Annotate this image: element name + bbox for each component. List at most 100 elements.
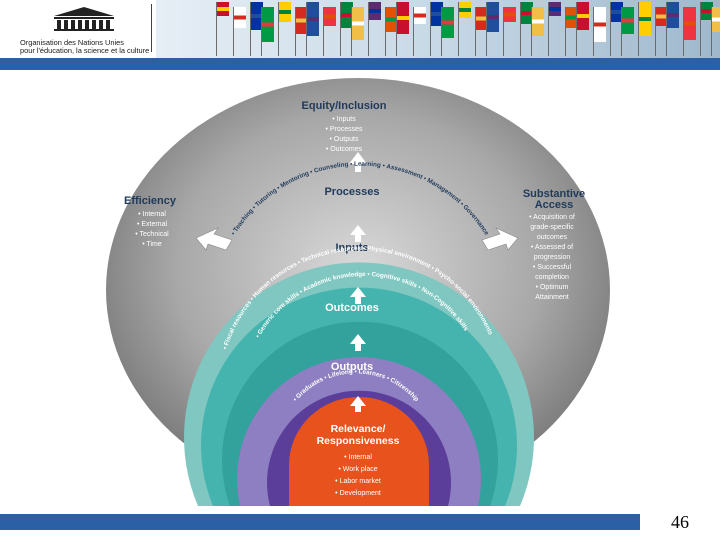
flag-stripe (521, 11, 533, 15)
outcomes-title: Outcomes (325, 302, 379, 314)
efficiency-item: • Technical (135, 231, 169, 238)
flagpole (486, 2, 487, 56)
flag-stripe (262, 22, 274, 27)
flagpole (233, 7, 234, 56)
bottom-blue-band (0, 514, 720, 530)
flagpole (520, 2, 521, 56)
flag-stripe (611, 10, 623, 14)
equity-title: Equity/Inclusion (302, 100, 387, 112)
page-number: 46 (640, 511, 720, 533)
flagpole (396, 2, 397, 56)
org-name-line1: Organisation des Nations Unies (20, 38, 124, 47)
relevance-item: • Internal (344, 454, 372, 461)
flagpole (278, 2, 279, 56)
org-name-line2: pour l'éducation, la science et la cultu… (20, 46, 150, 55)
access-item: Attainment (535, 294, 569, 301)
flagpole (250, 2, 251, 56)
inputs-title: Inputs (336, 242, 369, 254)
flagpole (368, 2, 369, 56)
flag-stripe (639, 17, 651, 21)
flag-stripe (476, 16, 488, 21)
flag-stripe (414, 13, 426, 18)
flag-stripe (369, 9, 381, 13)
flagpole (458, 2, 459, 56)
flag-stripe (594, 22, 606, 27)
flagpole (576, 2, 577, 56)
top-blue-band (0, 58, 720, 70)
relevance-core (289, 397, 429, 506)
flag-stripe (504, 12, 516, 17)
access-item: completion (535, 274, 569, 281)
flagpole (548, 2, 549, 56)
arrow-right-icon (481, 227, 519, 251)
flag-stripe (442, 20, 454, 25)
flag-stripe (352, 21, 364, 26)
relevance-title: Responsiveness (317, 435, 400, 447)
flag-stripe (324, 14, 336, 19)
flag-stripe (296, 18, 308, 23)
equity-item: • Outcomes (326, 146, 363, 153)
arrow-up-inputs-icon (350, 225, 366, 242)
efficiency-title: Efficiency (124, 195, 177, 207)
flagpole (475, 7, 476, 56)
access-title: Access (535, 199, 574, 211)
flag-stripe (234, 15, 246, 20)
flag-stripe (656, 14, 668, 19)
access-items: • Acquisition ofgrade-specificoutcomes• … (529, 214, 575, 301)
efficiency-item: • Internal (138, 211, 166, 218)
flag-stripe (397, 16, 409, 20)
flag-stripe (712, 17, 720, 22)
efficiency-item: • External (137, 221, 168, 228)
access-item: • Successful (533, 264, 572, 271)
flagpole (666, 2, 667, 56)
flagpole (683, 7, 684, 56)
flag-stripe (431, 12, 443, 16)
arrow-left-icon (195, 227, 233, 251)
flagpole (565, 7, 566, 56)
flagpole (711, 7, 712, 56)
flagpole (261, 7, 262, 56)
flagpole (638, 2, 639, 56)
access-title: Substantive (523, 188, 585, 200)
flag-stripe (684, 21, 696, 26)
relevance-item: • Development (335, 490, 381, 497)
access-item: progression (534, 254, 571, 261)
flag-stripe (386, 17, 398, 22)
flags-photo (156, 0, 720, 58)
unesco-temple-icon (54, 7, 114, 31)
arrow-up-outcomes-icon (350, 287, 366, 304)
flagpole (655, 7, 656, 56)
flag-stripe (532, 19, 544, 24)
flagpole (441, 7, 442, 56)
processes-title: Processes (324, 186, 379, 198)
flagpole (323, 7, 324, 56)
arrow-up-outputs-icon (350, 334, 366, 351)
relevance-item: • Work place (338, 466, 377, 473)
equity-item: • Processes (325, 126, 363, 133)
flag-stripe (251, 14, 263, 18)
flag-stripe (701, 9, 713, 13)
relevance-item: • Labor market (335, 478, 381, 485)
flag-stripe (279, 10, 291, 14)
flagpole (610, 2, 611, 56)
access-item: • Optimum (536, 284, 569, 291)
efficiency-item: • Time (142, 241, 162, 248)
flagpole (700, 2, 701, 56)
quality-framework-diagram: Equity/Inclusion • Inputs • Processes • … (106, 78, 610, 506)
flag-stripe (217, 7, 229, 11)
flagpole (216, 2, 217, 56)
flag-stripe (667, 13, 679, 17)
flag-stripe (307, 17, 319, 21)
flag-stripe (341, 13, 353, 17)
flag-stripe (549, 7, 561, 11)
access-item: • Acquisition of (529, 214, 575, 221)
logo-divider (151, 4, 152, 52)
arrow-up-top-icon (349, 152, 367, 172)
flagpole (351, 7, 352, 56)
flagpole (430, 2, 431, 56)
flagpole (531, 7, 532, 56)
flag-stripe (566, 15, 578, 20)
outputs-title: Outputs (331, 361, 373, 373)
flag-stripe (459, 8, 471, 12)
flag-stripe (622, 18, 634, 23)
